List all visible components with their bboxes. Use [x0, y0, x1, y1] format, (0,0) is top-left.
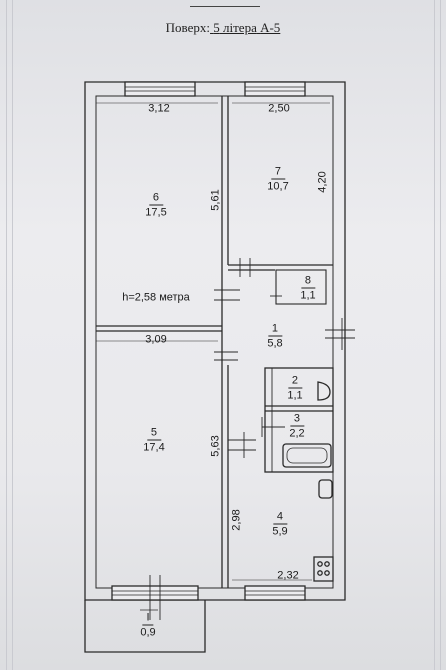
- window: [244, 585, 306, 601]
- frame-line: [434, 0, 435, 670]
- floor-letter: А-5: [260, 20, 281, 35]
- room-1: 1 5,8: [267, 323, 282, 350]
- dim-room5-width: 3,09: [145, 333, 167, 346]
- room-area: 17,5: [145, 206, 167, 219]
- stove: [313, 556, 334, 582]
- room-number: 8: [300, 275, 316, 289]
- room-8: 8 1,1: [300, 275, 315, 302]
- floor-prefix: Поверх:: [165, 20, 211, 35]
- dim-room5-height: 5,63: [209, 435, 222, 457]
- room-area: 5,9: [272, 525, 288, 538]
- room-area: 10,7: [267, 180, 289, 193]
- room-area: 1,1: [287, 389, 303, 402]
- outer-wall-inner: [95, 95, 334, 589]
- floor-number: 5: [213, 20, 220, 35]
- dim-room6-width: 3,12: [148, 102, 170, 115]
- floor-letter-word: літера: [223, 20, 257, 35]
- room-area: 17,4: [143, 441, 165, 454]
- closet-room-8: [275, 269, 327, 305]
- balcony-I: I 0,9: [140, 612, 155, 639]
- frame-line: [440, 0, 441, 670]
- room-3: 3 2,2: [289, 413, 304, 440]
- bathroom-block: [264, 367, 334, 473]
- floor-header: Поверх: 5 літера А-5: [0, 20, 446, 36]
- dim-room4-height: 2,98: [230, 509, 243, 531]
- room-area: 5,8: [267, 337, 283, 350]
- room-area: 1,1: [300, 289, 316, 302]
- balcony-outline: [84, 600, 206, 653]
- room-7: 7 10,7: [267, 166, 288, 193]
- room-number: 3: [289, 413, 305, 427]
- dim-room7-width: 2,50: [268, 102, 290, 115]
- room-6: 6 17,5: [145, 192, 166, 219]
- window: [244, 81, 306, 97]
- room-area: 2,2: [289, 427, 305, 440]
- window: [111, 585, 199, 601]
- room-number: I: [142, 612, 154, 626]
- room-number: 4: [272, 511, 288, 525]
- room-2: 2 1,1: [287, 375, 302, 402]
- cut-off-header-underline: [190, 0, 260, 7]
- room-number: 2: [287, 375, 303, 389]
- dim-room6-height: 5,61: [209, 189, 222, 211]
- ceiling-height: h=2,58 метра: [122, 291, 190, 304]
- frame-line: [12, 0, 13, 670]
- toilet-fixture: [317, 381, 331, 401]
- dim-room7-height: 4,20: [316, 171, 329, 193]
- room-area: 0,9: [140, 626, 156, 639]
- window: [124, 81, 196, 97]
- room-number: 7: [270, 166, 286, 180]
- room-number: 1: [267, 323, 283, 337]
- room-4: 4 5,9: [272, 511, 287, 538]
- room-number: 5: [146, 427, 162, 441]
- kitchen-sink: [318, 479, 333, 499]
- room-number: 6: [148, 192, 164, 206]
- frame-line: [6, 0, 7, 670]
- room-5: 5 17,4: [143, 427, 164, 454]
- bathtub-fixture: [282, 443, 332, 468]
- dim-room4-width: 2,32: [277, 569, 299, 582]
